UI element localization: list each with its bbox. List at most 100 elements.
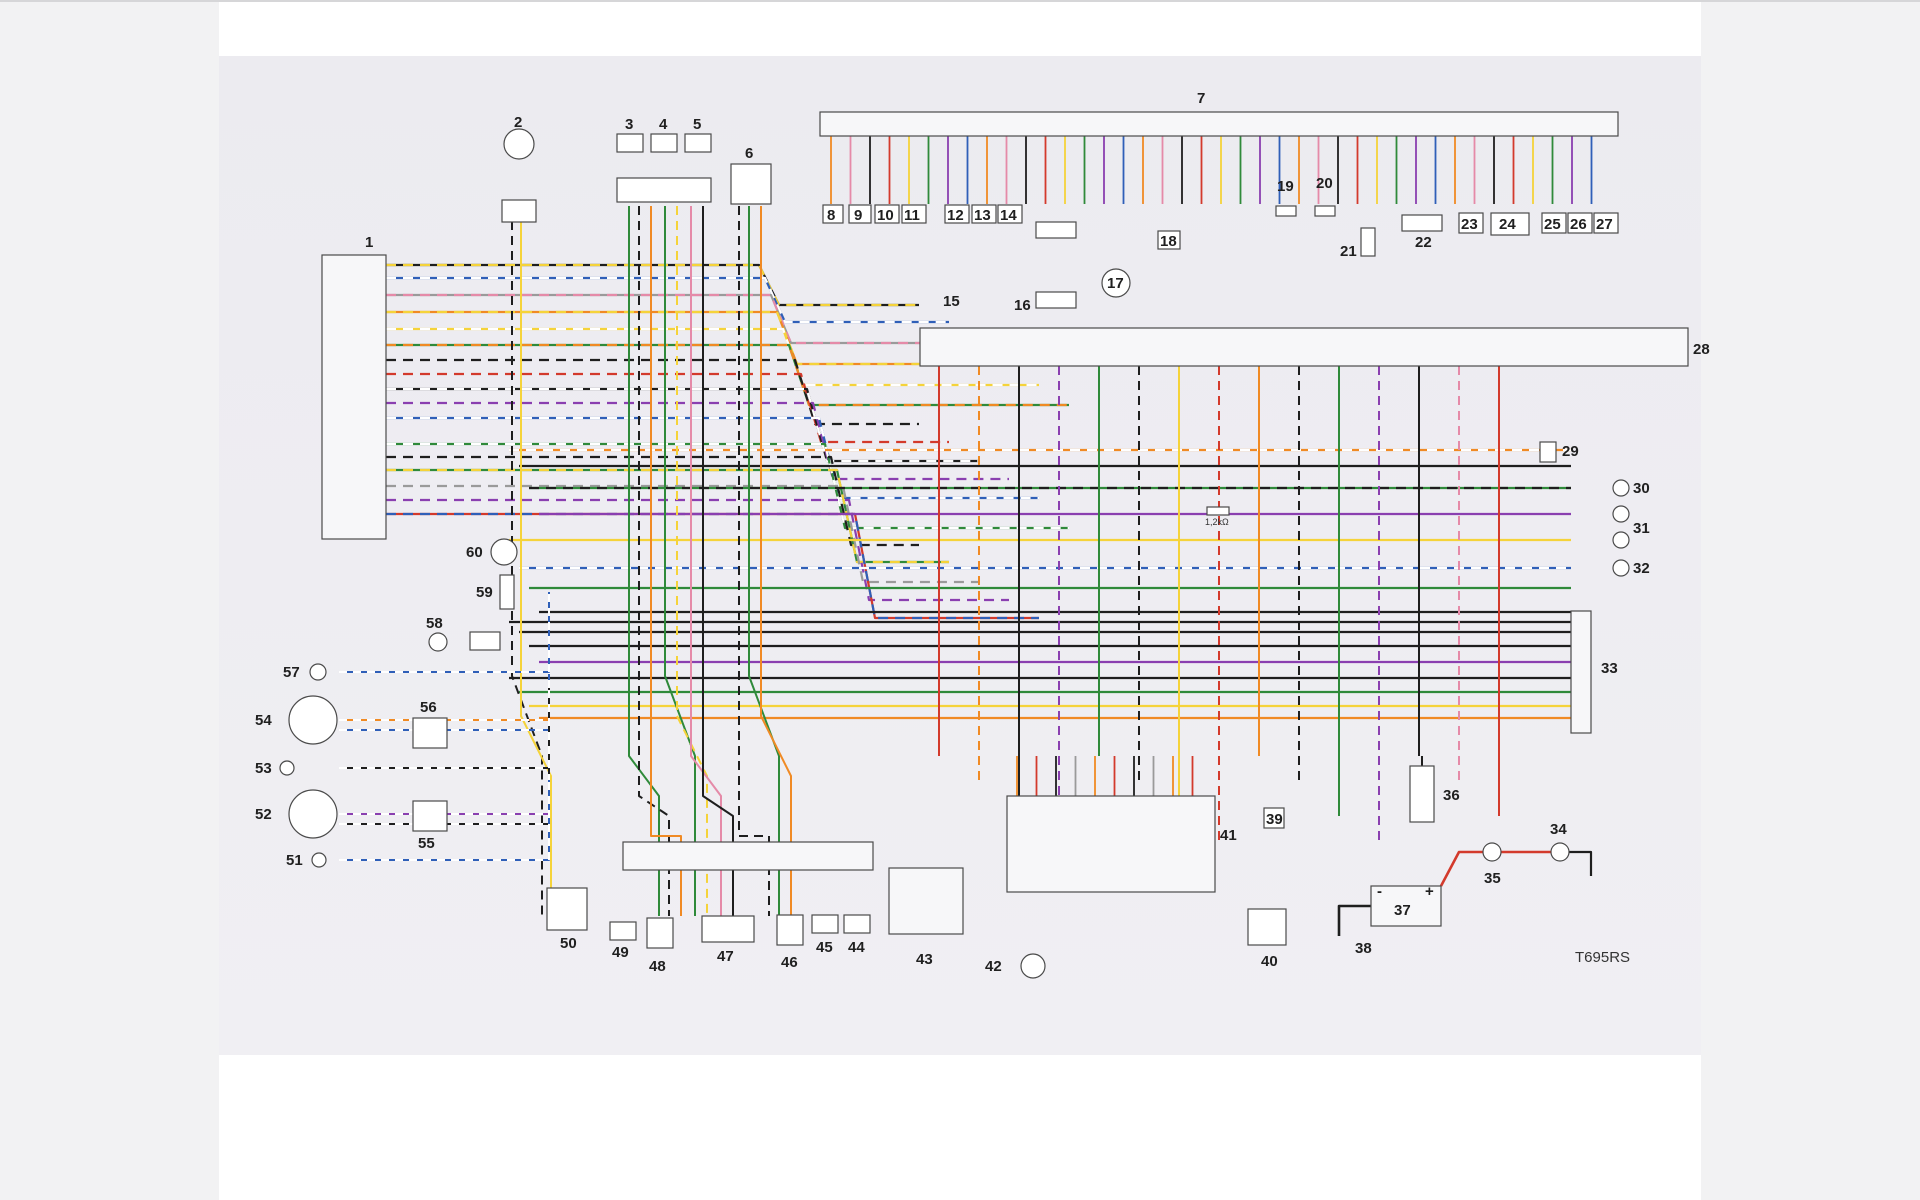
component-7-main-connector — [819, 111, 1619, 137]
component-label-4: 4 — [659, 116, 668, 133]
component-label-45: 45 — [816, 939, 833, 956]
component-label-27: 27 — [1596, 216, 1613, 233]
component-label-12: 12 — [947, 207, 964, 224]
component-label-19: 19 — [1277, 178, 1294, 195]
component-label-43: 43 — [916, 951, 933, 968]
component-50 — [546, 887, 588, 931]
component-label-56: 56 — [420, 699, 437, 716]
wire-stripe — [386, 263, 919, 307]
wire — [386, 263, 919, 307]
component-2-sensor — [503, 128, 535, 160]
component-45 — [811, 914, 839, 934]
component-18 — [1157, 230, 1181, 250]
component-4-relay — [650, 133, 678, 153]
component-label-51: 51 — [286, 852, 303, 869]
component-label-38: 38 — [1355, 940, 1372, 957]
wire — [386, 512, 1039, 620]
wire — [386, 310, 1009, 366]
wire — [1439, 850, 1483, 887]
component-2-connector — [501, 199, 537, 223]
component-label-52: 52 — [255, 806, 272, 823]
wire — [511, 206, 543, 916]
wire — [1337, 904, 1371, 936]
component-label-34: 34 — [1550, 821, 1567, 838]
component-label-26: 26 — [1570, 216, 1587, 233]
battery-negative: - — [1377, 883, 1382, 900]
component-59 — [499, 574, 515, 610]
component-24 — [1490, 212, 1530, 236]
wire — [386, 276, 949, 324]
component-6 — [730, 163, 772, 205]
component-label-44: 44 — [848, 939, 865, 956]
wire-layer — [339, 136, 1593, 936]
component-label-37: 37 — [1394, 902, 1411, 919]
component-25 — [1541, 212, 1567, 234]
wire — [386, 358, 919, 426]
wire — [386, 455, 919, 547]
component-label-2: 2 — [514, 114, 522, 131]
wire — [664, 206, 696, 916]
wire — [748, 206, 780, 916]
wire — [386, 293, 979, 345]
component-label-29: 29 — [1562, 443, 1579, 460]
component-28-junction-connector — [919, 327, 1689, 367]
component-label-5: 5 — [693, 116, 701, 133]
component-30 — [1612, 479, 1630, 497]
component-53 — [279, 760, 295, 776]
component-label-46: 46 — [781, 954, 798, 971]
wire — [650, 206, 682, 916]
component-label-20: 20 — [1316, 175, 1333, 192]
component-label-35: 35 — [1484, 870, 1501, 887]
wire — [386, 401, 1009, 481]
relay-connector-3-5 — [616, 177, 712, 203]
component-label-30: 30 — [1633, 480, 1650, 497]
connector-above-47 — [622, 841, 874, 871]
component-label-10: 10 — [877, 207, 894, 224]
resistor-1-2k — [1206, 506, 1230, 516]
wire — [386, 372, 949, 444]
component-58-connector — [469, 631, 501, 651]
component-label-41: 41 — [1220, 827, 1237, 844]
component-label-8: 8 — [827, 207, 835, 224]
component-10 — [874, 204, 900, 224]
wire-stripe — [386, 293, 979, 345]
component-label-25: 25 — [1544, 216, 1561, 233]
resistor-label: 1,2kΩ — [1205, 517, 1229, 527]
component-36-fuse — [1409, 765, 1435, 823]
component-label-48: 48 — [649, 958, 666, 975]
component-12 — [944, 204, 970, 224]
component-label-21: 21 — [1340, 243, 1357, 260]
top-divider — [0, 0, 1920, 2]
component-layer: 1 2 3 4 5 6 7 8 9 10 11 12 13 14 15 — [255, 90, 1710, 979]
component-42 — [1020, 953, 1046, 979]
component-20 — [1314, 205, 1336, 217]
model-label: T695RS — [1575, 949, 1630, 966]
component-label-55: 55 — [418, 835, 435, 852]
component-13 — [971, 204, 997, 224]
component-49 — [609, 921, 637, 941]
component-label-60: 60 — [466, 544, 483, 561]
component-label-22: 22 — [1415, 234, 1432, 251]
component-label-17: 17 — [1107, 275, 1124, 292]
wire — [1569, 850, 1593, 876]
wire-stripe — [386, 310, 1009, 366]
component-23 — [1458, 212, 1484, 234]
component-label-9: 9 — [854, 207, 862, 224]
wire-stripe — [339, 592, 550, 673]
wire-stripe — [339, 780, 550, 861]
component-label-47: 47 — [717, 948, 734, 965]
component-52-headlamp — [288, 789, 338, 839]
component-43 — [888, 867, 964, 935]
component-33-connector — [1570, 610, 1592, 734]
component-label-1: 1 — [365, 234, 373, 251]
component-32 — [1612, 559, 1630, 577]
component-29 — [1539, 441, 1557, 463]
component-27 — [1593, 212, 1619, 234]
wire — [339, 640, 550, 721]
component-3-relay — [616, 133, 644, 153]
component-label-59: 59 — [476, 584, 493, 601]
component-19 — [1275, 205, 1297, 217]
wire — [386, 484, 979, 584]
component-55 — [412, 800, 448, 832]
component-8 — [822, 204, 844, 224]
